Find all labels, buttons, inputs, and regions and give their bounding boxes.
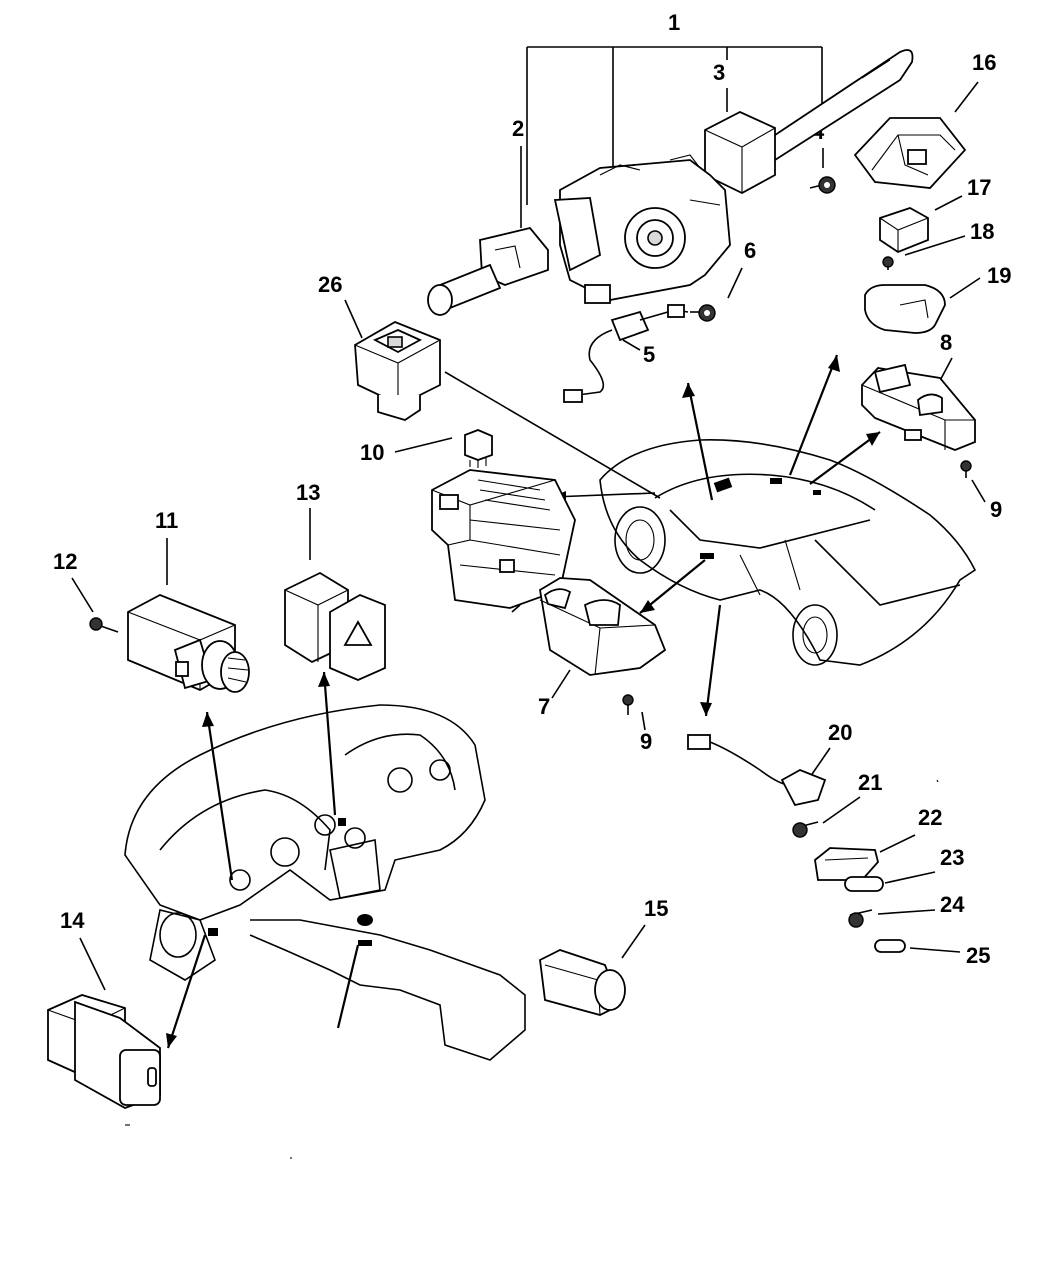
switch-26 <box>354 321 441 421</box>
window-switch-8 <box>861 363 976 451</box>
arrow-to-14 <box>166 934 207 1049</box>
lamp-22 <box>814 847 879 881</box>
dashboard-outline <box>124 704 526 1061</box>
arrow-to-column <box>686 382 714 501</box>
leader-17 <box>934 195 963 211</box>
callout-25: 25 <box>966 943 990 968</box>
arrow-to-13 <box>322 671 337 816</box>
leader-24 <box>877 909 936 915</box>
window-switch-7 <box>539 577 667 676</box>
wiper-stalk <box>758 49 914 162</box>
arrow-to-11 <box>205 711 234 881</box>
callout-15: 15 <box>644 896 668 921</box>
callout-2: 2 <box>512 116 524 141</box>
leader-lines <box>71 46 986 1049</box>
leader-5 <box>622 339 641 351</box>
callout-5: 5 <box>643 342 655 367</box>
screw-12 <box>89 617 119 633</box>
callout-23: 23 <box>940 845 964 870</box>
harness-20 <box>687 734 827 807</box>
callout-7: 7 <box>538 694 550 719</box>
callout-12: 12 <box>53 549 77 574</box>
arrow-fusebox <box>551 492 656 498</box>
leader-12 <box>71 577 94 613</box>
leader-18 <box>904 235 966 256</box>
callout-1: 1 <box>668 10 680 35</box>
junction-block <box>431 469 576 613</box>
lens-23 <box>844 876 884 892</box>
overhead-console-16 <box>853 117 967 189</box>
leader-14 <box>79 937 106 991</box>
screw-9-lower <box>622 694 634 715</box>
leader-9-upper <box>971 479 986 503</box>
callout-22: 22 <box>918 805 942 830</box>
leader-23 <box>884 871 936 884</box>
callout-20: 20 <box>828 720 852 745</box>
leader-26 <box>344 299 363 339</box>
callout-13: 13 <box>296 480 320 505</box>
dimmer-switch-11 <box>127 594 250 693</box>
callout-26: 26 <box>318 272 342 297</box>
callout-8: 8 <box>940 330 952 355</box>
leader-19 <box>949 277 981 299</box>
sensor-harness-5 <box>563 304 689 403</box>
callout-19: 19 <box>987 263 1011 288</box>
leader-16 <box>954 81 979 113</box>
cigar-lighter-15 <box>539 949 626 1016</box>
callout-3: 3 <box>713 60 725 85</box>
callout-9-lower: 9 <box>640 729 652 754</box>
combination-switch-assembly <box>427 49 914 316</box>
callout-11: 11 <box>155 508 178 533</box>
screw-21 <box>792 821 819 838</box>
hazard-switch-13 <box>284 571 386 681</box>
arrow-to-20 <box>704 604 722 717</box>
screw-18 <box>882 256 894 270</box>
callout-9-upper: 9 <box>990 497 1002 522</box>
screw-4 <box>809 176 836 194</box>
callout-18: 18 <box>970 219 994 244</box>
callout-21: 21 <box>858 770 882 795</box>
callout-17: 17 <box>967 175 991 200</box>
leader-15 <box>621 924 646 959</box>
leader-6 <box>727 267 743 299</box>
leader-22 <box>879 834 916 853</box>
screw-6 <box>690 304 716 322</box>
stray-marks <box>125 779 939 1159</box>
callout-14: 14 <box>60 908 85 933</box>
callout-24: 24 <box>940 892 965 917</box>
switch-17 <box>879 207 929 254</box>
leader-21 <box>822 796 861 824</box>
lamp-lens-19 <box>864 284 946 334</box>
leader-9-lower <box>641 711 646 731</box>
arrow-to-8b <box>809 431 881 485</box>
bulb-25 <box>874 939 906 953</box>
callout-16: 16 <box>972 50 996 75</box>
callout-6: 6 <box>744 238 756 263</box>
column-side-cover <box>553 197 602 272</box>
vehicle-outline <box>599 439 977 666</box>
leader-1-bracket <box>526 46 823 205</box>
arrow-to-8 <box>788 354 839 476</box>
leader-7 <box>551 669 571 699</box>
screw-9-upper <box>960 460 972 478</box>
callout-10: 10 <box>360 440 384 465</box>
switch-14 <box>47 994 161 1109</box>
relay-10 <box>464 429 493 468</box>
arrow-to-console <box>336 944 360 1029</box>
leader-10 <box>394 437 453 453</box>
leader-25 <box>909 947 961 953</box>
arrow-26-to-car <box>444 371 661 499</box>
screw-24 <box>848 909 873 928</box>
arrow-heads <box>166 355 880 1048</box>
